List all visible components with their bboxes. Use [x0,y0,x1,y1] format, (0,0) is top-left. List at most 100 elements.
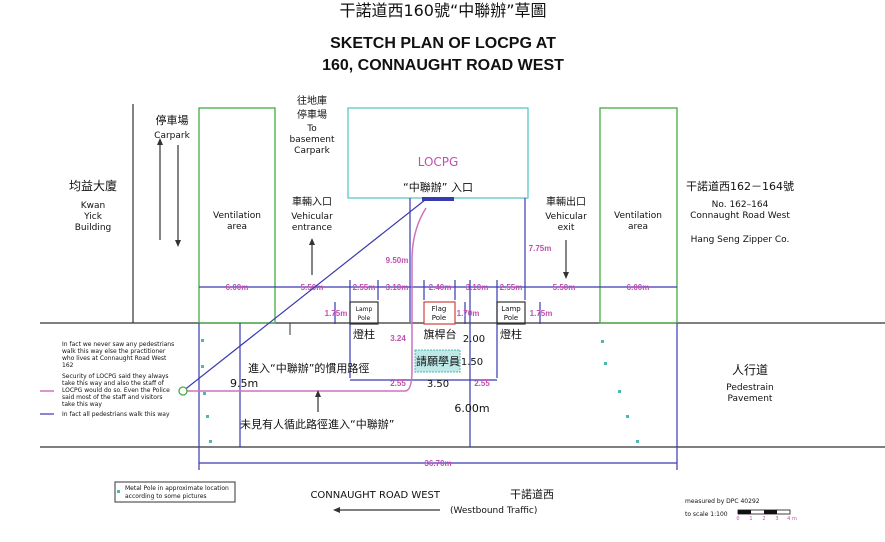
scale-tick: 3 [775,516,778,522]
sidewalk-en: Pedestrain [726,383,774,393]
right-building-en: No. 162–164 [712,200,769,210]
right-building-en: Connaught Road West [690,211,790,221]
dim-label: 9.50m [386,256,409,265]
lamp-pole-zh: 燈柱 [500,327,522,341]
notes: In fact we never saw any pedestrians wal… [62,341,174,418]
arrow-up-icon [315,390,321,397]
note-text: In fact we never saw any pedestrians [62,341,174,348]
lamp-pole-label: Pole [504,314,519,322]
dim-label: 5.50m [553,283,576,292]
note-text: take this way and also the staff of [62,380,165,387]
lamp-pole-zh: 燈柱 [353,327,375,341]
dim-label: 3.10m [466,283,489,292]
ventilation-label: area [628,222,648,232]
left-building-en: Building [75,223,112,233]
title-zh: 干諾道西160號“中聯辦”草圖 [339,1,546,20]
dim-total: 36.70m [424,459,451,468]
petition-area [414,349,461,373]
security-claimed-path [183,207,427,392]
note-text: said most of the staff and visitors [62,394,163,401]
dim-label: 5.50m [301,283,324,292]
note-text: 162 [62,362,74,369]
arrow-down-icon [175,240,181,247]
lamp-pole-label: Pole [358,315,371,322]
arrow-up-icon [157,138,163,145]
scale-label: to scale 1:100 [685,511,728,518]
locpg-entrance-label: “中聯辦” 入口 [403,180,473,194]
start-point [178,386,188,396]
vehicle-exit-zh: 車輛出口 [546,195,586,208]
entrance-marker [422,197,454,201]
dim-label: 3.24 [390,334,406,343]
dim-label: 2.00 [463,334,485,345]
traffic-direction: (Westbound Traffic) [450,506,537,516]
flag-pole-label: Flag [432,305,447,313]
never-path-label: 未見有人循此路徑進入“中聯辦” [240,417,394,431]
right-building-company: Hang Seng Zipper Co. [691,235,790,245]
arrow-up-icon [309,238,315,245]
ventilation-area-right [599,107,678,324]
dim-label: 3.10m [386,283,409,292]
title-en-2: 160, CONNAUGHT ROAD WEST [322,57,564,74]
ventilation-area-left [198,107,276,324]
dim-label: 2.55m [353,283,376,292]
legend-box [114,481,236,503]
measured-by: measured by DPC 40292 [685,498,760,505]
note-text: take this way [62,401,102,408]
dim-label: 7.75m [529,244,552,253]
left-building-en: Kwan [81,201,105,211]
note-text: LOCPG would do so. Even the Police [62,387,170,394]
carpark-zh: 停車場 [156,113,189,127]
locpg-label: LOCPG [418,155,459,169]
ventilation-label: area [227,222,247,232]
dim-label: 2.55 [390,379,406,388]
vehicle-exit-en: Vehicular [545,212,587,222]
vehicle-entrance-en: entrance [292,223,333,233]
title-en-1: SKETCH PLAN OF LOCPG AT [330,35,556,52]
road-name-en: CONNAUGHT ROAD WEST [310,490,440,501]
scale-tick: 1 [749,516,752,522]
legend-text: Metal Pole in approximate location [125,485,229,492]
sidewalk-en: Pavement [728,394,773,404]
dim-label: 1.50 [461,357,483,368]
vehicle-entrance-en: Vehicular [291,212,333,222]
scale-tick: 4 m [787,516,797,522]
dim-label: 2.55m [500,283,523,292]
note-text: who lives at Connaught Road West [62,355,167,362]
scale-bar [737,509,791,515]
dim-label: 1.75m [530,309,553,318]
dim-label: 1.75m [325,309,348,318]
note-text: In fact all pedestrians walk this way [62,411,170,418]
flag-pole-label: Pole [432,314,447,322]
dim-label: 3.50 [427,379,449,390]
dim-label: 6.00m [627,283,650,292]
usual-path-label: 進入“中聯辦”的慣用路徑 [248,361,369,375]
carpark-en: Carpark [154,131,190,141]
basement-en: Carpark [294,146,330,156]
dim-label: 2.40m [429,283,452,292]
arrow-down-icon [563,272,569,279]
lamp-pole-right [496,301,526,325]
left-building-en: Yick [83,212,103,222]
dim-label: 6.00m [226,283,249,292]
all-pedestrian-path [182,199,426,392]
sidewalk-zh: 人行道 [732,363,768,377]
flag-pole [423,301,456,325]
vehicle-entrance-zh: 車輛入口 [292,195,332,208]
dim-label: 2.55 [474,379,490,388]
road-name-zh: 干諾道西 [510,487,554,501]
vehicle-exit-en: exit [558,223,575,233]
dim-label: 6.00m [454,402,489,415]
arrow-left-icon [333,507,340,513]
dim-label: 9.5m [230,377,258,390]
scale-tick: 2 [762,516,765,522]
ventilation-label: Ventilation [213,211,261,221]
scale-tick: 0 [736,516,739,522]
right-building-zh: 干諾道西162－164號 [686,179,794,193]
metal-pole-legend-icon [117,490,120,493]
ventilation-label: Ventilation [614,211,662,221]
note-text: Security of LOCPG said they always [62,373,169,380]
note-text: walk this way else the practitioner [62,348,166,355]
petition-label: 請願學員 [416,354,460,368]
